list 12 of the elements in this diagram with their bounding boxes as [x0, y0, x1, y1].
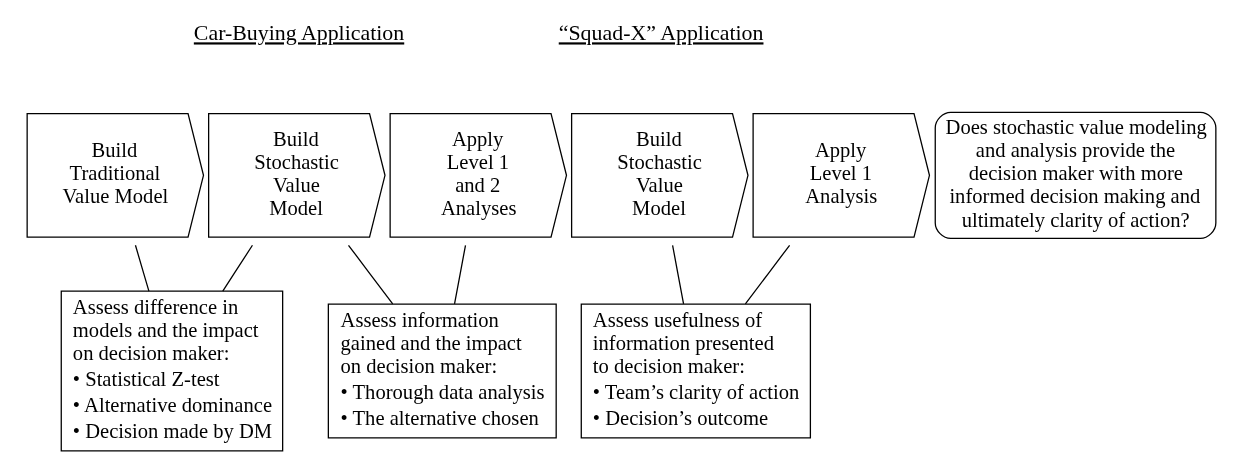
node-box: Assess information gained and the impact on decision maker: • Thorough data analysis • The alternative chosen	[327, 303, 557, 439]
connector	[453, 244, 467, 305]
connector	[744, 244, 791, 305]
node-box: Assess usefulness of information presented to decision maker: • Team’s clarity of action • Decision’s outcome	[580, 303, 812, 439]
node-box: Does stochastic value modeling and analysis provide the decision maker with more informed decision making and ultimately clarity of action?	[934, 111, 1217, 240]
label: Car-Buying Application	[193, 21, 405, 46]
connector	[222, 244, 254, 292]
node-box: Assess difference in models and the impact on decision maker: • Statistical Z-test • Alternative dominance • Decision made by DM	[60, 290, 284, 452]
connector	[671, 244, 685, 305]
label: “Squad-X” Application	[558, 21, 764, 46]
connector	[134, 244, 150, 292]
connector	[347, 244, 394, 305]
